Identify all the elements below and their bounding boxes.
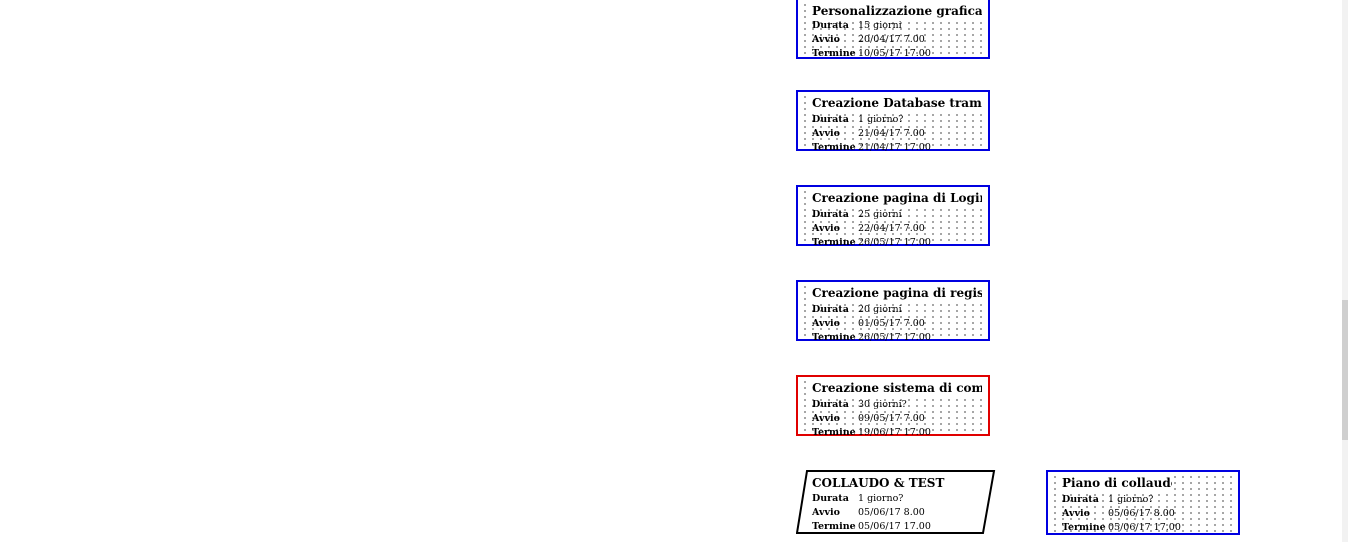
duration-value: 1 giorno? xyxy=(858,114,904,125)
end-value: 19/06/17 17.00 xyxy=(858,427,931,438)
duration-value: 30 giorni? xyxy=(858,399,907,410)
duration-label: Durata xyxy=(812,399,849,410)
vertical-scrollbar[interactable] xyxy=(1342,0,1348,542)
start-value: 20/04/17 7.00 xyxy=(858,34,925,45)
start-value: 01/05/17 7.00 xyxy=(858,318,925,329)
start-label: Avvio xyxy=(812,413,840,424)
duration-value: 1 giorno? xyxy=(1108,494,1154,505)
start-label: Avvio xyxy=(1062,508,1090,519)
task-title: Creazione pagina di registraz... xyxy=(812,286,982,300)
task-node-personalizzazione-grafica[interactable]: Personalizzazione grafica tra... Durata 1… xyxy=(796,0,990,59)
end-label: Termine xyxy=(812,48,856,59)
task-title: Creazione sistema di commenti xyxy=(812,381,982,395)
end-value: 21/04/17 17.00 xyxy=(858,142,931,153)
task-title: Piano di collaudo xyxy=(1062,476,1172,490)
task-title: Creazione pagina di Login xyxy=(812,191,982,205)
duration-label: Durata xyxy=(812,20,849,31)
start-label: Avvio xyxy=(812,223,840,234)
end-label: Termine xyxy=(812,332,856,343)
end-label: Termine xyxy=(812,521,856,532)
task-title: Creazione Database tramite ... xyxy=(812,96,982,110)
end-value: 26/05/17 17.00 xyxy=(858,332,931,343)
duration-value: 20 giorni xyxy=(858,304,902,315)
duration-label: Durata xyxy=(812,209,849,220)
start-label: Avvio xyxy=(812,34,840,45)
start-value: 05/06/17 8.00 xyxy=(858,507,925,518)
duration-label: Durata xyxy=(1062,494,1099,505)
end-value: 10/05/17 17.00 xyxy=(858,48,931,59)
end-value: 05/06/17 17.00 xyxy=(858,521,931,532)
task-node-piano-collaudo[interactable]: Piano di collaudo Durata 1 giorno? Avvio 0… xyxy=(1046,470,1240,535)
task-node-creazione-database[interactable]: Creazione Database tramite ... Durata 1 g… xyxy=(796,90,990,153)
start-label: Avvio xyxy=(812,507,840,518)
task-node-pagina-login[interactable]: Creazione pagina di Login Durata 25 giorn… xyxy=(796,185,990,248)
task-node-pagina-registrazione[interactable]: Creazione pagina di registraz... Durata 2… xyxy=(796,280,990,343)
task-node-sistema-commenti[interactable]: Creazione sistema di commenti Durata 30 g… xyxy=(796,375,990,438)
duration-value: 15 giorni xyxy=(858,20,902,31)
duration-label: Durata xyxy=(812,493,849,504)
scrollbar-thumb[interactable] xyxy=(1342,300,1348,440)
task-title: Personalizzazione grafica tra... xyxy=(812,4,982,18)
duration-label: Durata xyxy=(812,304,849,315)
end-label: Termine xyxy=(812,142,856,153)
duration-value: 25 giorni xyxy=(858,209,902,220)
summary-node-collaudo-test[interactable]: COLLAUDO & TEST Durata 1 giorno? Avvio 05/… xyxy=(796,470,996,535)
duration-value: 1 giorno? xyxy=(858,493,904,504)
summary-title: COLLAUDO & TEST xyxy=(812,476,945,490)
start-value: 05/06/17 8.00 xyxy=(1108,508,1175,519)
duration-label: Durata xyxy=(812,114,849,125)
end-value: 26/05/17 17.00 xyxy=(858,237,931,248)
start-label: Avvio xyxy=(812,128,840,139)
summary-shape xyxy=(796,470,996,534)
end-label: Termine xyxy=(812,237,856,248)
start-value: 22/04/17 7.00 xyxy=(858,223,925,234)
end-label: Termine xyxy=(1062,522,1106,533)
end-value: 05/06/17 17.00 xyxy=(1108,522,1181,533)
start-value: 21/04/17 7.00 xyxy=(858,128,925,139)
end-label: Termine xyxy=(812,427,856,438)
start-value: 09/05/17 7.00 xyxy=(858,413,925,424)
start-label: Avvio xyxy=(812,318,840,329)
